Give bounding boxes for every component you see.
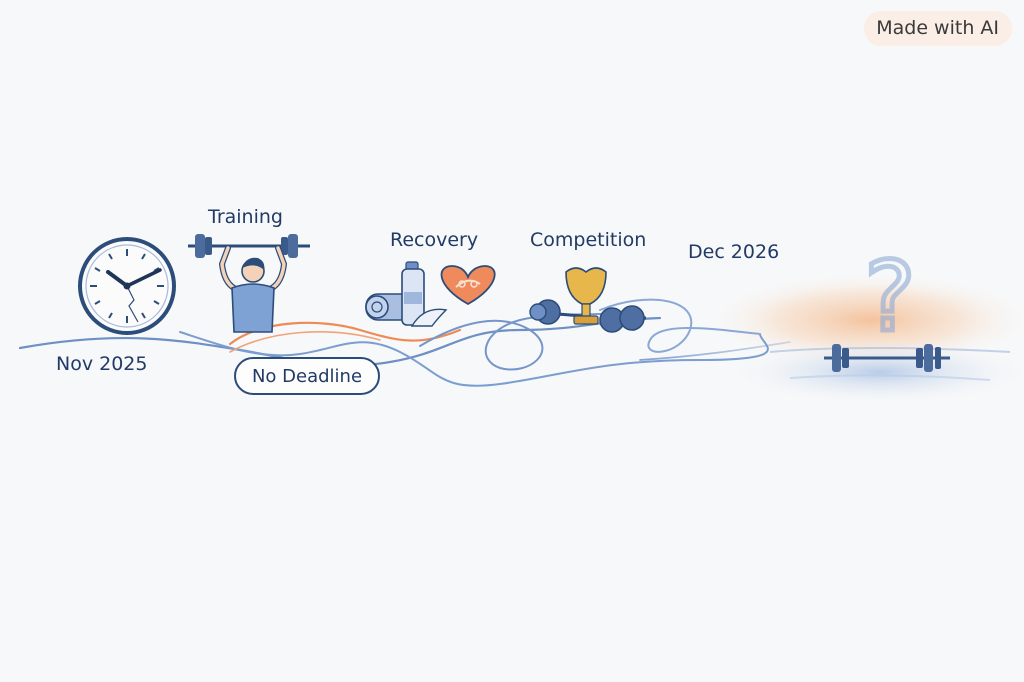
towel-icon (410, 308, 448, 327)
made-with-ai-badge: Made with AI (864, 11, 1012, 46)
barbell-icon (824, 344, 950, 372)
clock-icon (78, 237, 176, 335)
weightlifter-icon (188, 234, 310, 333)
training-label: Training (208, 206, 283, 228)
trophy-icon (565, 267, 607, 325)
no-deadline-pill: No Deadline (234, 357, 380, 395)
recovery-label: Recovery (390, 229, 479, 251)
heart-icon (440, 265, 496, 306)
end-date-label: Dec 2026 (688, 241, 780, 263)
misty-horizon (705, 272, 1024, 406)
question-mark-icon: ? (865, 241, 916, 353)
start-date-label: Nov 2025 (56, 353, 148, 375)
dumbbell-icon (529, 299, 583, 325)
competition-label: Competition (530, 229, 647, 251)
dumbbell-icon (599, 305, 646, 333)
